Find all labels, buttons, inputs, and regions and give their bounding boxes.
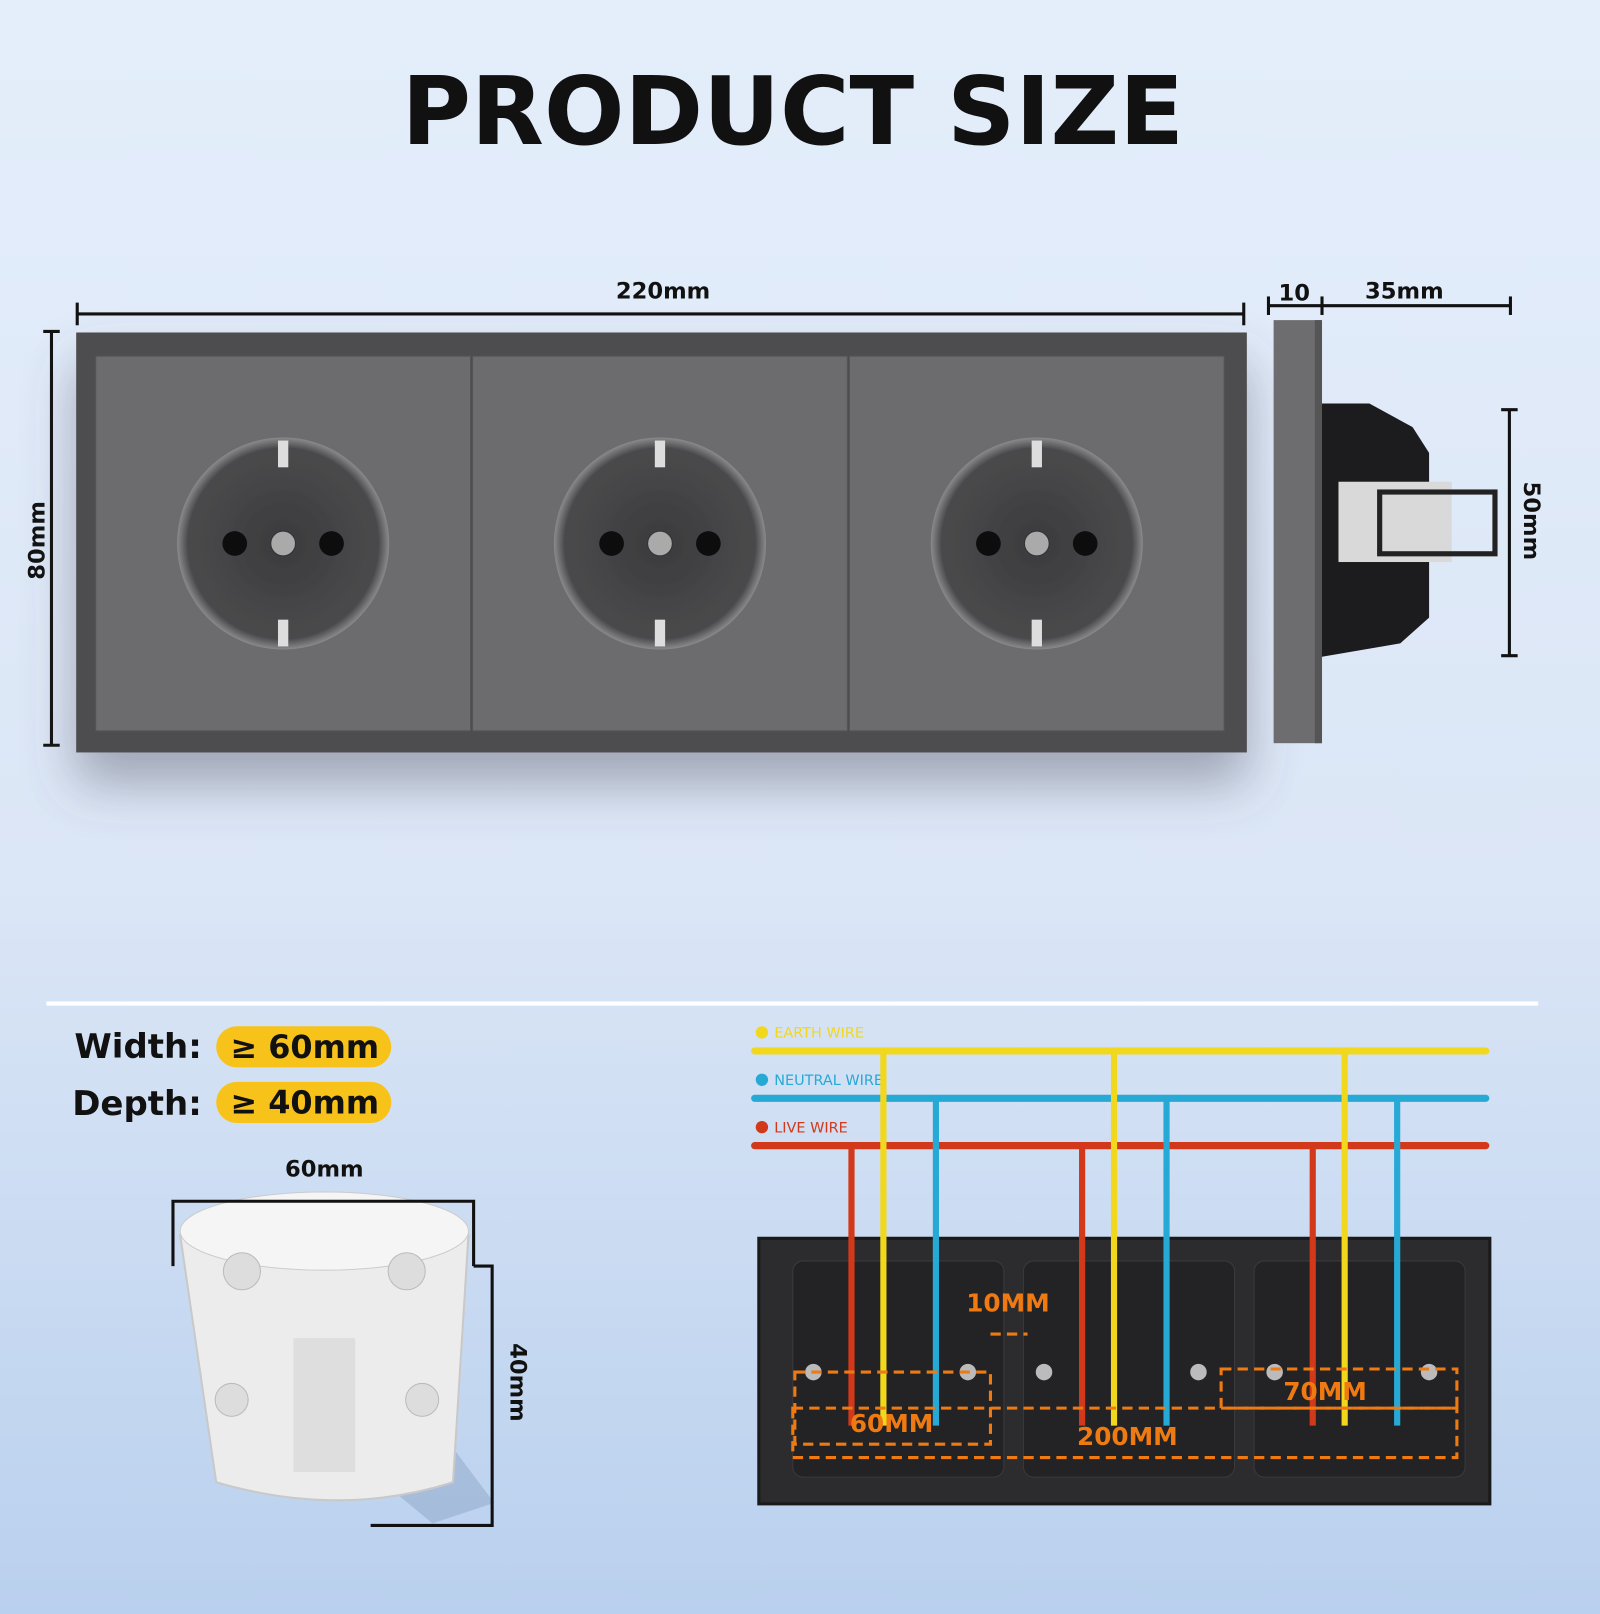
screw bbox=[1023, 530, 1050, 557]
terminal-screw bbox=[1266, 1363, 1283, 1381]
height-label: 80mm bbox=[24, 501, 50, 580]
wall-box-diameter-label: 60mm bbox=[285, 1157, 364, 1183]
earth-clip bbox=[1031, 440, 1042, 468]
back-module bbox=[1022, 1260, 1236, 1478]
dimension-annotations bbox=[791, 1332, 1459, 1460]
legend-dot bbox=[755, 1073, 769, 1086]
pin-hole bbox=[599, 531, 624, 556]
earth-clip bbox=[1031, 619, 1042, 647]
terminal-screw bbox=[1035, 1363, 1053, 1381]
width-label: 220mm bbox=[616, 279, 710, 305]
pin-hole bbox=[222, 531, 248, 556]
depth-requirement-value: ≥ 40mm bbox=[230, 1084, 379, 1122]
pin-hole bbox=[1072, 531, 1098, 556]
depth-requirement-label: Depth: bbox=[72, 1084, 202, 1124]
module-width-label: 60MM bbox=[850, 1409, 934, 1438]
earth-clip bbox=[277, 440, 289, 468]
socket-module bbox=[472, 355, 848, 732]
wall-box bbox=[179, 1191, 495, 1524]
screw bbox=[270, 530, 297, 557]
back-module bbox=[792, 1260, 1005, 1478]
pin-hole bbox=[319, 531, 344, 556]
earth-clip bbox=[654, 440, 666, 468]
terminal-screw bbox=[1420, 1363, 1438, 1381]
wall-box-depth-label: 40mm bbox=[505, 1343, 531, 1422]
side-dimension bbox=[1266, 296, 1518, 658]
wall-box-dimensions bbox=[171, 1199, 494, 1528]
legend-label: LIVE WIRE bbox=[774, 1120, 847, 1136]
socket-module bbox=[95, 355, 472, 732]
width-dimension bbox=[75, 302, 1246, 326]
socket-panel-back bbox=[757, 1236, 1492, 1506]
plate-thickness-label: 10 bbox=[1278, 281, 1310, 307]
body-height-label: 50mm bbox=[1518, 482, 1544, 561]
legend-dot bbox=[755, 1120, 769, 1134]
socket-panel-front bbox=[76, 332, 1247, 753]
width-requirement-value: ≥ 60mm bbox=[230, 1028, 379, 1066]
total-width-label: 200MM bbox=[1077, 1422, 1178, 1451]
depth-requirement-pill bbox=[216, 1081, 392, 1124]
socket-side-view bbox=[1273, 320, 1498, 744]
width-requirement-pill bbox=[216, 1026, 392, 1068]
legend-label: EARTH WIRE bbox=[774, 1026, 864, 1042]
height-dimension bbox=[43, 329, 60, 747]
module-height-label: 70MM bbox=[1283, 1377, 1367, 1406]
legend-dot bbox=[755, 1026, 769, 1039]
pin-hole bbox=[696, 531, 721, 556]
earth-clip bbox=[277, 619, 289, 647]
gap-label: 10MM bbox=[966, 1288, 1050, 1317]
page-title: PRODUCT SIZE bbox=[402, 57, 1184, 167]
terminal-screw bbox=[1190, 1363, 1207, 1381]
legend-label: NEUTRAL WIRE bbox=[774, 1073, 883, 1089]
earth-clip bbox=[654, 619, 666, 647]
pin-hole bbox=[976, 531, 1001, 556]
depth-label: 35mm bbox=[1365, 279, 1444, 305]
width-requirement-label: Width: bbox=[74, 1027, 201, 1067]
socket-module bbox=[848, 355, 1225, 732]
screw bbox=[647, 530, 673, 557]
